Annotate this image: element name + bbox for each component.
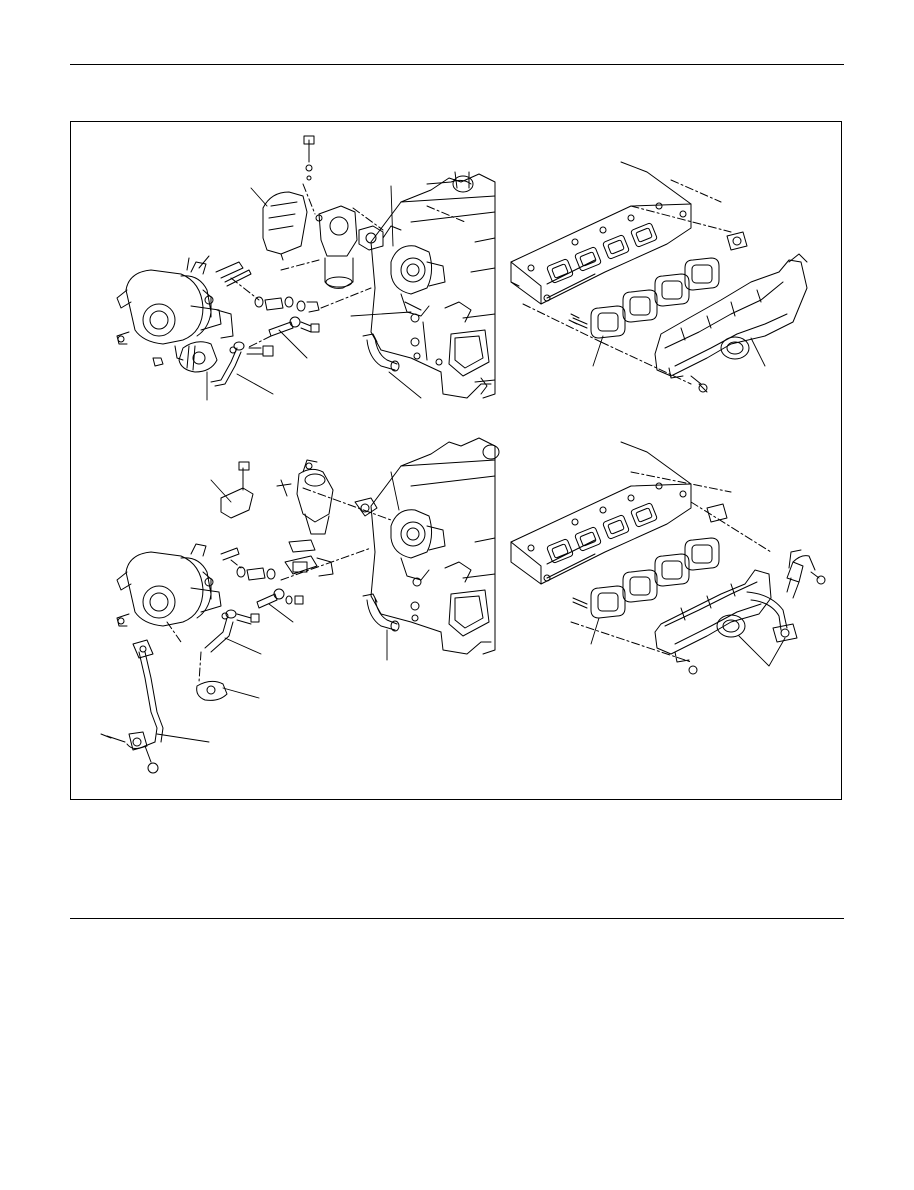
callout-bracket-lower [210, 479, 232, 503]
oil-pipe2-lower [204, 609, 260, 653]
callout-leaders-lower [156, 471, 786, 743]
callout-oil-pipe [236, 373, 274, 395]
callout-leaders-upper [206, 185, 766, 401]
callout-turbo-on-block-lower [390, 471, 400, 511]
egr-pipe-lower [746, 549, 826, 643]
callout-banjo [278, 329, 308, 359]
banjo-bolts-lower [236, 566, 304, 609]
exhaust-adapter-upper [315, 205, 384, 289]
exhaust-manifold-lower [654, 569, 772, 675]
alignment-lines-lower [166, 471, 772, 683]
cylinder-head-upper [510, 161, 692, 325]
header-rule [70, 64, 844, 65]
manifold-studs-upper [572, 317, 702, 385]
cylinder-head-lower [510, 441, 728, 585]
callout-oil-pipe2-lower [224, 637, 262, 655]
exhaust-manifold-upper [654, 253, 808, 393]
footer-rule [70, 918, 844, 919]
lower-view [100, 437, 826, 774]
exhaust-gaskets-lower [572, 537, 720, 619]
callout-manifold [750, 337, 766, 367]
callout-manifold-gasket [592, 335, 604, 367]
callout-heat-protector [250, 187, 268, 207]
turbo-outlet-gasket-upper [178, 309, 234, 373]
callout-turbo-on-block [390, 185, 394, 247]
exhaust-gaskets-upper [590, 231, 748, 339]
callout-banjo-lower [268, 603, 294, 623]
exploded-view-figure [70, 121, 842, 800]
turbo-on-block-lower [390, 509, 446, 587]
callout-gasket-lower [222, 687, 260, 699]
callout-egr-pipe-lower [738, 635, 786, 667]
alignment-lines-upper [230, 179, 732, 385]
callout-return-hose [388, 371, 422, 399]
upper-view [116, 135, 808, 399]
bracket-lower [220, 461, 254, 519]
oil-return-hose-lower [362, 593, 419, 632]
callout-oil-feed [350, 311, 412, 317]
oil-return-hose-upper [362, 333, 421, 372]
callout-oil-pipe-lower [156, 733, 210, 743]
turbocharger-lower [116, 543, 240, 627]
heat-protector-upper [262, 135, 315, 261]
oil-pipe-lower [100, 639, 164, 774]
oil-pipe-upper [210, 341, 274, 387]
turbo-on-block-upper [382, 225, 446, 323]
callout-manifold-gasket-lower [590, 617, 600, 645]
banjo-bolts-upper [254, 296, 320, 337]
gasket-lower [196, 680, 228, 701]
egr-assembly-lower [276, 459, 378, 577]
turbocharger-upper [116, 255, 252, 371]
